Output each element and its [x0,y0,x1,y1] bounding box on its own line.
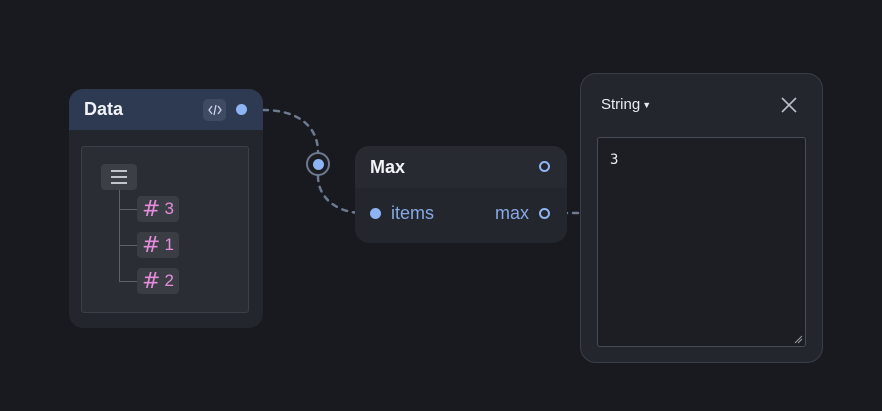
chevron-down-icon: ▼ [642,99,652,110]
close-icon[interactable] [777,93,801,117]
data-node[interactable]: Data # [69,89,263,328]
number-type-icon: # [142,268,161,294]
string-value-textarea[interactable]: 3 [597,137,806,347]
reroute-node[interactable] [306,152,330,176]
list-item-value[interactable]: 2 [164,271,174,290]
max-header-port[interactable] [539,161,550,172]
list-item-value[interactable]: 3 [164,199,174,218]
max-node-title: Max [370,156,406,177]
max-node[interactable]: Max items max [355,146,567,243]
tree-connector [119,281,137,282]
items-input-port[interactable] [370,208,381,219]
list-item[interactable]: # 1 [137,232,179,258]
number-type-icon: # [142,196,161,222]
string-value-panel: String ▼ 3 [580,73,823,363]
string-value-text: 3 [610,152,619,168]
reroute-dot [312,158,324,170]
wire-data-to-reroute [261,108,320,154]
tree-connector [119,190,120,282]
items-input-label: items [391,203,435,223]
data-output-port[interactable] [236,104,247,115]
number-type-icon: # [142,232,161,258]
list-item[interactable]: # 3 [137,196,179,222]
data-list-editor: # 3 # 1 # 2 [81,146,249,313]
list-icon[interactable] [101,164,137,190]
data-node-title: Data [84,99,124,119]
code-brackets-icon[interactable] [203,99,226,121]
list-item-value[interactable]: 1 [164,235,174,254]
resize-grip-icon[interactable] [793,334,803,344]
tree-connector [119,245,137,246]
type-dropdown-label: String [601,96,641,113]
max-output-port[interactable] [539,208,550,219]
tree-connector [119,209,137,210]
list-item[interactable]: # 2 [137,268,179,294]
data-node-header[interactable]: Data [69,89,263,130]
type-dropdown[interactable]: String ▼ [601,96,651,113]
max-node-header[interactable]: Max [355,146,567,188]
max-output-label: max [495,203,530,223]
